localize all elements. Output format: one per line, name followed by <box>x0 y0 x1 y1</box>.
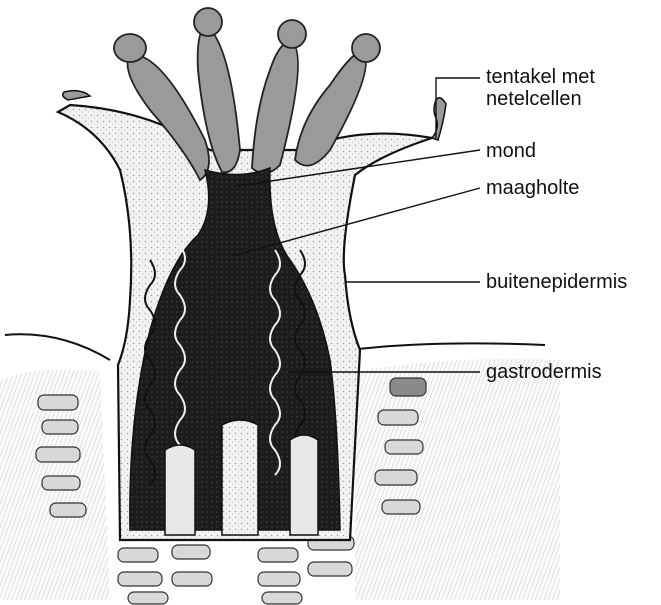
label-gastrodermis: gastrodermis <box>486 361 602 383</box>
label-stomach: maagholte <box>486 177 579 199</box>
label-tentacle-line2: netelcellen <box>486 88 595 110</box>
label-outer-epidermis: buitenepidermis <box>486 271 627 293</box>
label-tentacle: tentakel met netelcellen <box>486 66 595 110</box>
label-mouth: mond <box>486 140 536 162</box>
label-tentacle-line1: tentakel met <box>486 66 595 88</box>
